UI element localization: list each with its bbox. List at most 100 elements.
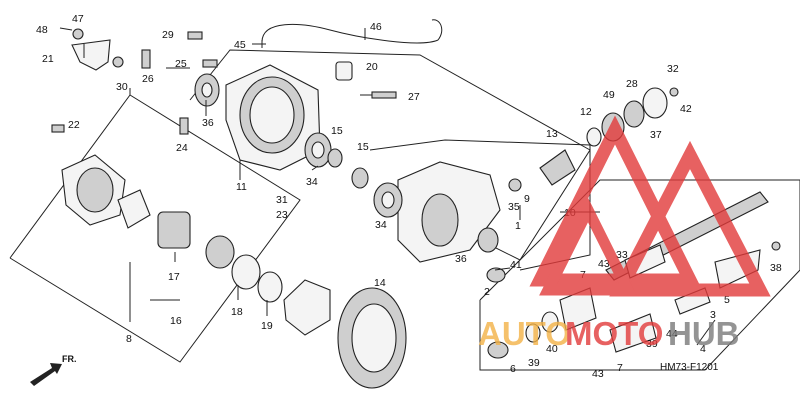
watermark-logo: AUTO MOTO HUB — [478, 115, 771, 352]
direction-label: FR. — [62, 354, 77, 364]
callout-17: 17 — [168, 271, 180, 283]
callout-22: 22 — [68, 119, 80, 131]
seal-15-upper — [327, 148, 343, 168]
reference-code: HM73-F1201 — [660, 362, 719, 373]
callout-8: 8 — [126, 333, 132, 345]
callout-49: 49 — [603, 89, 615, 101]
front-direction-arrow: FR. — [30, 354, 77, 386]
thrust-washer-19 — [257, 271, 283, 303]
callout-45: 45 — [234, 39, 246, 51]
callout-9: 9 — [524, 193, 530, 205]
callout-25: 25 — [175, 58, 187, 70]
spring-set-17 — [157, 211, 191, 249]
callout-41: 41 — [510, 259, 522, 271]
callout-31: 31 — [276, 194, 288, 206]
bolt-29 — [187, 31, 203, 40]
parts — [51, 19, 781, 389]
callout-46: 46 — [370, 21, 382, 33]
callout-14: 14 — [374, 277, 386, 289]
callout-33: 33 — [616, 249, 628, 261]
seal-6 — [487, 341, 509, 359]
face-cam — [205, 235, 235, 269]
bolt-2 — [486, 267, 506, 283]
seal-15-lower — [351, 167, 369, 189]
bolt-26 — [141, 49, 151, 69]
callout-3: 3 — [710, 309, 716, 321]
bolt-24 — [179, 117, 189, 135]
bolt-27 — [371, 91, 397, 99]
o-ring-35 — [508, 178, 522, 192]
bolt-22 — [51, 124, 65, 133]
callout-39b: 39 — [646, 338, 658, 350]
callout-26: 26 — [142, 73, 154, 85]
frame-driveshaft — [479, 179, 800, 371]
cam-gear — [117, 189, 151, 229]
clip-39 — [525, 323, 541, 343]
stay-bracket — [71, 39, 111, 71]
callout-40: 40 — [546, 343, 558, 355]
callout-4: 4 — [700, 343, 706, 355]
case-inner — [249, 86, 295, 144]
callout-34a: 34 — [306, 176, 318, 188]
nut-32 — [669, 87, 679, 97]
shim-18 — [231, 254, 261, 290]
collar-20 — [335, 61, 353, 81]
watermark-hub: HUB — [668, 315, 740, 352]
callout-36b: 36 — [455, 253, 467, 265]
seal-37 — [642, 87, 668, 119]
callout-18: 18 — [231, 306, 243, 318]
callout-29: 29 — [162, 29, 174, 41]
callout-5: 5 — [724, 294, 730, 306]
nut-38 — [771, 241, 781, 251]
frame-upper-case — [189, 49, 591, 261]
callout-11: 11 — [236, 181, 247, 193]
callout-43a: 43 — [598, 258, 610, 270]
bearing-36-lower — [477, 227, 499, 253]
callout-37: 37 — [650, 129, 662, 141]
frame-left-group — [9, 94, 301, 363]
callout-38: 38 — [770, 262, 782, 274]
pinion-gear — [539, 149, 576, 186]
callout-43b: 43 — [592, 368, 604, 380]
callout-1: 1 — [515, 220, 521, 232]
bolt-25 — [202, 59, 218, 68]
joint-7b — [609, 313, 657, 353]
callout-12: 12 — [580, 106, 592, 118]
watermark-moto: MOTO — [565, 315, 663, 352]
callout-47: 47 — [72, 13, 84, 25]
callout-13: 13 — [546, 128, 558, 140]
watermark-auto: AUTO — [478, 315, 571, 352]
callout-7b: 7 — [617, 362, 623, 374]
callout-20: 20 — [366, 61, 378, 73]
callout-16: 16 — [170, 315, 182, 327]
callout-32: 32 — [667, 63, 679, 75]
callout-39a: 39 — [528, 357, 540, 369]
callout-21: 21 — [42, 53, 54, 65]
callout-35: 35 — [508, 201, 520, 213]
callout-34b: 34 — [375, 219, 387, 231]
ring-40 — [541, 311, 559, 333]
callout-15b: 15 — [357, 141, 369, 153]
callout-23: 23 — [276, 209, 288, 221]
arrow-icon — [30, 363, 62, 386]
callout-27: 27 — [408, 91, 420, 103]
callout-2: 2 — [484, 286, 490, 298]
diff-plate — [283, 279, 331, 336]
shim-12 — [586, 127, 602, 147]
callout-42: 42 — [680, 103, 692, 115]
bolt-47 — [72, 28, 84, 40]
nut-30 — [112, 56, 124, 68]
callout-28: 28 — [626, 78, 638, 90]
callout-24: 24 — [176, 142, 188, 154]
callout-15a: 15 — [331, 125, 343, 137]
leader-lines — [59, 27, 716, 346]
callout-36a: 36 — [202, 117, 214, 129]
callout-44: 44 — [666, 328, 678, 340]
bearing-28 — [623, 100, 645, 128]
callout-30: 30 — [116, 81, 128, 93]
breather-hose — [261, 19, 443, 44]
callout-48: 48 — [36, 24, 48, 36]
callout-6: 6 — [510, 363, 516, 375]
